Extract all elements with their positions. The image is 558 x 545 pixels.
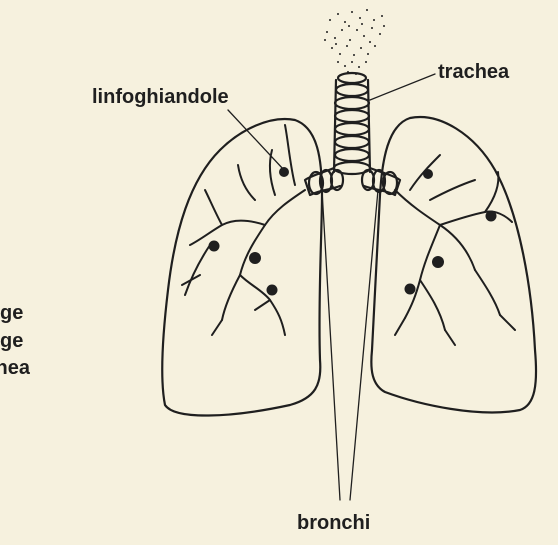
- bronchi-leader-right: [350, 190, 378, 500]
- particles: [324, 9, 385, 75]
- right-bronchial-tree: [395, 155, 515, 345]
- cut-text-2: ge: [0, 330, 30, 353]
- trachea: [334, 73, 370, 174]
- trachea-label: trachea: [438, 61, 509, 84]
- bronchi-label: bronchi: [297, 512, 370, 535]
- lymph-nodes: [209, 167, 497, 296]
- cut-text-3: nea: [0, 357, 30, 380]
- right-lung: [371, 117, 536, 412]
- cut-text-1: ge: [0, 302, 30, 325]
- left-bronchial-tree: [182, 125, 305, 335]
- bronchi-leader-left: [322, 190, 340, 500]
- main-bronchi: [305, 168, 400, 195]
- trachea-leader: [370, 74, 435, 100]
- lymph-nodes-label: linfoghiandole: [92, 86, 229, 109]
